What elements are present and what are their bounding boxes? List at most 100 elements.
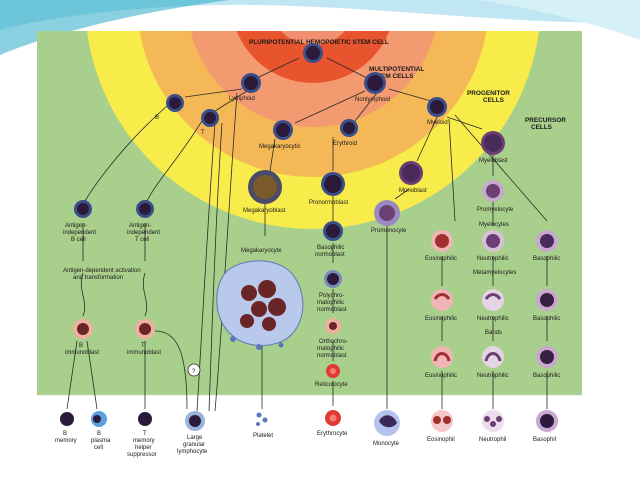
large-granular-lymphocyte [185, 411, 205, 431]
label-t-mature-1: T [143, 431, 147, 437]
label-plasma-2: plasma [91, 438, 111, 444]
label-ag-b-2: independent [63, 230, 96, 236]
label-basophil: Basophil [533, 437, 556, 443]
label-eosinophil: Eosinophil [427, 437, 455, 443]
eosinophilic-band [431, 346, 453, 368]
label-nonlymphoid: Nonlymphoid [355, 97, 390, 103]
label-ag-b-3: B cell [71, 237, 86, 243]
label-poly-2: matophilic [317, 300, 344, 306]
label-megakaryocytic: Megakaryocytic [259, 144, 301, 150]
mature-band [37, 395, 582, 478]
label-t-mature-4: suppressor [127, 452, 157, 458]
eosinophilic-myelocyte [431, 230, 453, 252]
basophilic-band [536, 346, 558, 368]
svg-text:?: ? [192, 369, 196, 375]
label-lymphoid: Lymphoid [229, 96, 255, 102]
label-reticulocyte: Reticulocyte [315, 382, 348, 388]
label-baso-band: Basophilic [533, 373, 560, 379]
megakaryocyte-cell [216, 260, 304, 350]
label-activation-1: Antigen-dependent activation [63, 268, 141, 274]
label-activation-2: and transformation [73, 275, 123, 281]
label-ag-t-2: independent [127, 230, 160, 236]
myeloid-progenitor [427, 97, 447, 117]
megakaryocytic-progenitor [273, 120, 293, 140]
zone-label-multipotential-1: MULTIPOTENTIAL [369, 66, 424, 73]
basophilic-myelocyte [536, 230, 558, 252]
platelet-icon [256, 412, 268, 426]
label-myeloblast: Myeloblast [479, 158, 508, 164]
slide-swoosh-light-2 [480, 0, 640, 40]
zone-label-progenitor-2: CELLS [483, 97, 505, 104]
basophilic-normoblast-cell [323, 221, 343, 241]
monoblast-cell [399, 161, 423, 185]
label-t: T [201, 130, 205, 136]
b-memory-cell [60, 412, 74, 426]
label-baso-myelocyte: Basophilic [533, 256, 560, 262]
label-poly-3: normoblast [317, 307, 347, 313]
megakaryoblast-cell [248, 170, 282, 204]
antigen-independent-t-cell [136, 200, 154, 218]
label-neut-band: Neutrophilic [477, 373, 509, 379]
basophil-cell [536, 410, 558, 432]
label-t-immunoblast-2: immunoblast [127, 350, 161, 356]
plasma-cell [91, 411, 107, 427]
label-b: B [155, 115, 159, 121]
label-b-memory-1: B [63, 431, 67, 437]
label-megakaryocyte: Megakaryocyte [241, 248, 282, 254]
slide-swoosh-teal [0, 0, 640, 30]
eosinophil-cell [431, 410, 453, 432]
label-erythroid: Erythroid [333, 141, 357, 147]
promyelocyte-cell [482, 180, 504, 202]
b-progenitor-cell [166, 94, 184, 112]
neutrophilic-myelocyte [482, 230, 504, 252]
neutrophilic-metamyelocyte [482, 289, 504, 311]
label-b-memory-2: memory [55, 438, 77, 444]
label-monoblast: Monoblast [399, 188, 427, 194]
label-lgl-1: Large [187, 435, 203, 441]
label-promyelocyte: Promyelocyte [477, 207, 514, 213]
zone-label-precursor-1: PRECURSOR [525, 117, 566, 124]
label-myelocytes: Myelocytes [479, 222, 509, 228]
promonocyte-cell [374, 200, 400, 226]
t-cell [138, 412, 152, 426]
label-promonocyte: Promonocyte [371, 228, 407, 234]
label-eos-meta: Eosinophilic [425, 316, 457, 322]
slide-swoosh-light [0, 0, 230, 55]
lineage-arrows [66, 57, 548, 412]
stem-cell [303, 43, 323, 63]
label-neutrophil: Neutrophil [479, 437, 506, 443]
label-erythrocyte: Erythrocyte [317, 431, 348, 437]
label-pronormoblast: Pronormoblast [309, 200, 348, 206]
label-megakaryoblast: Megakaryoblast [243, 208, 286, 214]
label-t-mature-2: memory [133, 438, 155, 444]
label-ortho-3: normoblast [317, 353, 347, 359]
lymphoid-stem-cell [241, 73, 261, 93]
label-ortho-2: matophilic [317, 346, 344, 352]
label-ag-t-1: Antigen- [129, 223, 151, 229]
label-b-immunoblast-2: immunoblast [65, 350, 99, 356]
zone-label-stem: PLURIPOTENTIAL HEMOPOIETIC STEM CELL [249, 39, 389, 46]
label-myeloid: Myeloid [427, 120, 448, 126]
label-ag-t-3: T cell [135, 237, 149, 243]
erythrocyte-cell [325, 410, 341, 426]
label-lgl-2: granular [183, 442, 205, 448]
polychromatophilic-normoblast-cell [324, 270, 342, 288]
label-basophilic-normoblast-1: Basophilic [317, 245, 344, 251]
eosinophilic-metamyelocyte [431, 289, 453, 311]
neutrophil-cell [482, 410, 504, 432]
pronormoblast-cell [321, 172, 345, 196]
monocyte-cell [374, 410, 400, 436]
zone-stem-core [280, 31, 346, 45]
label-poly-1: Polychro- [319, 293, 344, 299]
orthochromatophilic-normoblast-cell [325, 318, 341, 334]
myeloblast-cell [481, 131, 505, 155]
antigen-independent-b-cell [74, 200, 92, 218]
question-marker: ? [187, 363, 201, 377]
label-baso-meta: Basophilic [533, 316, 560, 322]
label-neut-myelocyte: Neutrophilic [477, 256, 509, 262]
zone-label-multipotential-2: STEM CELLS [373, 73, 414, 80]
label-t-immunoblast-1: T [141, 343, 145, 349]
label-metamyelocytes: Metamyelocytes [473, 270, 516, 276]
t-immunoblast-cell [135, 319, 155, 339]
